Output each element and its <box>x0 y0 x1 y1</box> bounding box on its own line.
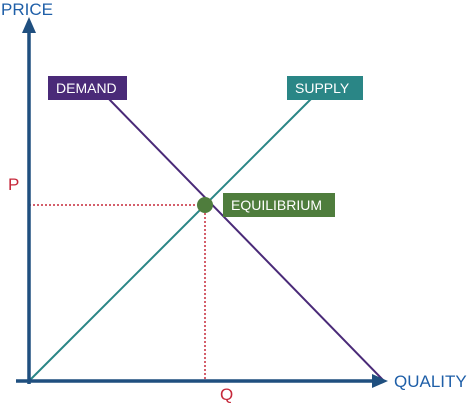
demand-curve <box>106 96 385 382</box>
y-axis-label: PRICE <box>1 0 53 19</box>
x-axis-label: QUALITY <box>394 372 467 391</box>
demand-tag-label: DEMAND <box>56 80 117 96</box>
demand-tag-box <box>48 76 127 100</box>
supply-tag-box <box>287 76 363 100</box>
equilibrium-tag-box <box>223 193 335 217</box>
supply-tag-label: SUPPLY <box>295 80 350 96</box>
supply-curve <box>28 96 314 382</box>
y-axis-arrow-icon <box>22 17 36 33</box>
equilibrium-tag-label: EQUILIBRIUM <box>231 197 322 213</box>
x-axis-arrow-icon <box>372 374 388 388</box>
quantity-marker: Q <box>220 385 233 403</box>
equilibrium-point <box>197 197 213 213</box>
price-marker: P <box>8 175 19 194</box>
